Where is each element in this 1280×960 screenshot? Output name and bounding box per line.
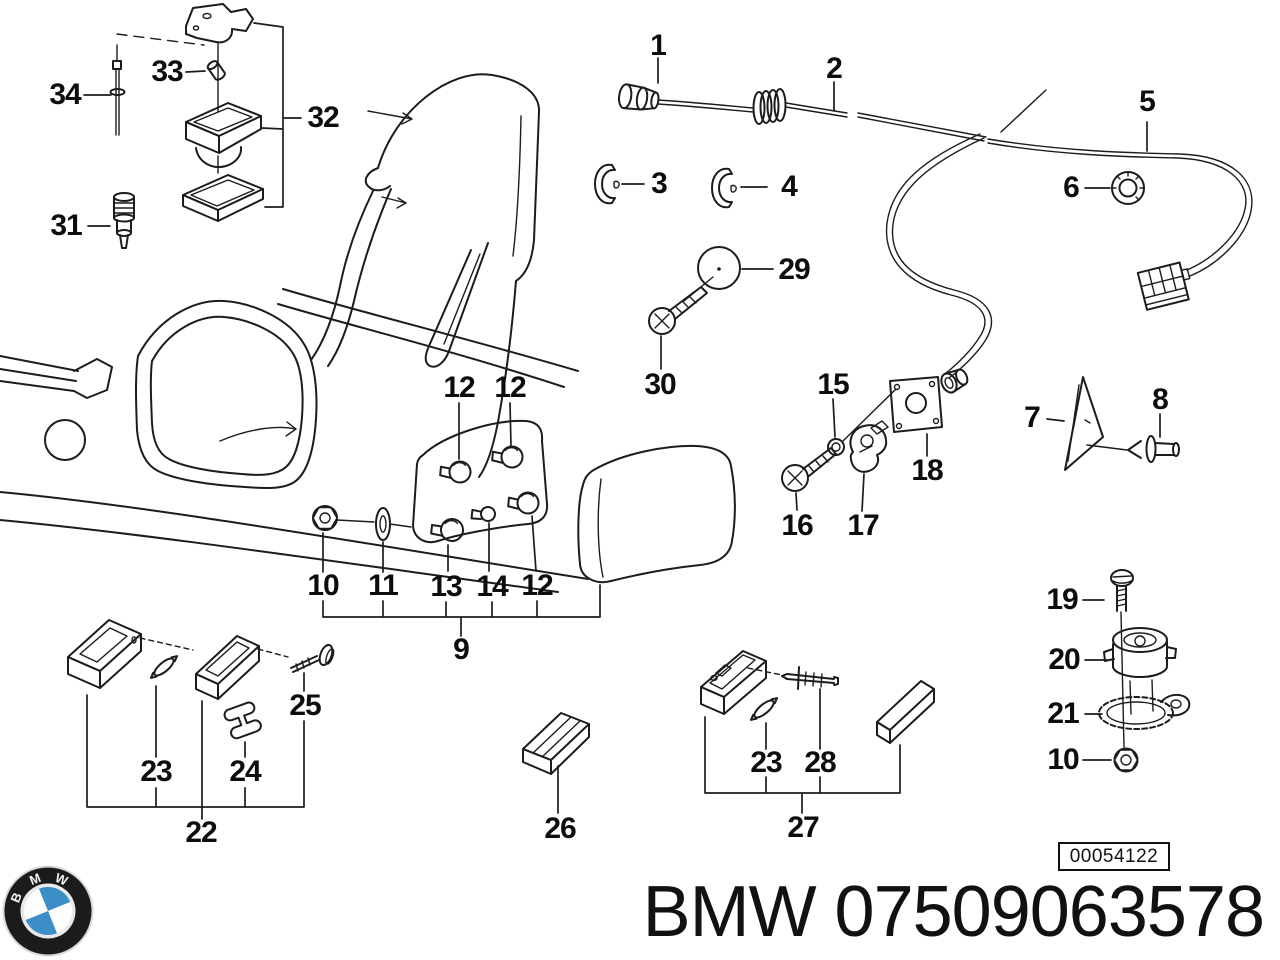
part-label-23: 23	[140, 755, 172, 788]
license-light-assembly-top	[109, 3, 302, 249]
festoon-bulb-23-a	[149, 655, 179, 679]
part-label-31: 31	[50, 209, 82, 242]
part-label-28: 28	[804, 746, 836, 779]
part-number-title: BMW 07509063578	[642, 872, 1265, 952]
car-body-outline	[0, 288, 589, 593]
bulb-carrier	[312, 419, 736, 583]
part-label-7: 7	[1024, 401, 1041, 434]
part-label-26: 26	[544, 812, 576, 845]
bulb-socket-31	[113, 192, 135, 249]
screw-30	[648, 286, 708, 335]
socket-stack	[1098, 569, 1191, 773]
clip-3	[594, 163, 620, 205]
part-label-10: 10	[307, 569, 339, 602]
festoon-bulb-23-b	[749, 697, 779, 721]
screw-28	[781, 666, 839, 690]
bracket-7	[1064, 376, 1128, 471]
wiring-harness	[594, 83, 1253, 394]
part-label-29: 29	[778, 253, 810, 286]
part-label-9: 9	[453, 633, 470, 666]
part-label-12: 12	[521, 569, 553, 602]
plate-18-group	[781, 376, 943, 492]
part-label-13: 13	[430, 570, 462, 603]
washer-11	[375, 507, 391, 541]
part-label-20: 20	[1048, 643, 1080, 676]
part-label-12: 12	[494, 371, 526, 404]
part-label-6: 6	[1063, 171, 1080, 204]
bulb-12-c	[507, 491, 540, 515]
trunk-lid-outline	[310, 73, 541, 478]
gasket-21	[1098, 693, 1191, 730]
connector-1	[618, 83, 660, 111]
nut-10-b	[1113, 747, 1139, 773]
nut-10	[312, 505, 338, 531]
bulb-12-b	[491, 445, 524, 469]
license-light-group-27	[700, 650, 935, 744]
part-label-19: 19	[1046, 583, 1078, 616]
part-label-18: 18	[911, 454, 943, 487]
part-label-10: 10	[1047, 743, 1079, 776]
part-label-25: 25	[289, 689, 321, 722]
part-label-21: 21	[1047, 697, 1079, 730]
part-label-3: 3	[651, 167, 668, 200]
part-label-30: 30	[644, 368, 676, 401]
part-label-8: 8	[1152, 383, 1169, 416]
part-label-11: 11	[368, 569, 399, 602]
lens-27	[876, 680, 935, 744]
coil-2	[752, 88, 787, 125]
housing-a	[67, 619, 142, 689]
license-light-group-22	[67, 619, 335, 740]
bulb-12-a	[439, 460, 472, 484]
clip-24	[223, 701, 262, 740]
rivet-8	[1127, 435, 1180, 463]
socket-on-plate	[940, 368, 969, 394]
part-label-5: 5	[1139, 85, 1156, 118]
part-label-12: 12	[443, 371, 475, 404]
part-label-34: 34	[49, 78, 81, 111]
part-label-4: 4	[781, 170, 798, 203]
bulb-33	[206, 60, 226, 81]
part-label-24: 24	[229, 755, 261, 788]
bulb-14	[470, 506, 496, 522]
grommet-6	[1111, 171, 1145, 205]
clip-4	[711, 167, 737, 209]
holder-17	[849, 420, 889, 473]
part-label-23: 23	[750, 746, 782, 779]
image-number-stamp: 00054122	[1058, 842, 1170, 871]
part-label-27: 27	[787, 811, 819, 844]
housing-b	[195, 635, 260, 700]
pin-34	[109, 44, 126, 136]
housing-27	[700, 650, 767, 715]
part-label-33: 33	[151, 55, 183, 88]
channel-26	[522, 712, 590, 775]
part-label-15: 15	[817, 368, 849, 401]
screw-25	[290, 643, 335, 673]
connector-5	[1136, 261, 1191, 311]
bulb-13	[430, 518, 464, 542]
tail-light-lens	[577, 444, 736, 583]
bmw-logo: B M W	[2, 865, 94, 957]
part-label-22: 22	[185, 816, 217, 849]
part-label-2: 2	[826, 52, 843, 85]
part-label-16: 16	[781, 509, 813, 542]
part-label-32: 32	[307, 101, 339, 134]
logo-quadrants: B M W	[8, 870, 72, 935]
logo-letter-m: M	[27, 870, 43, 888]
screw-16	[781, 447, 837, 492]
leader-lines	[83, 57, 1161, 820]
part-label-17: 17	[847, 509, 879, 542]
part-label-14: 14	[476, 570, 508, 603]
screw-19	[1110, 569, 1134, 612]
bulb-holder-20	[1103, 627, 1177, 715]
part-label-1: 1	[650, 29, 667, 62]
